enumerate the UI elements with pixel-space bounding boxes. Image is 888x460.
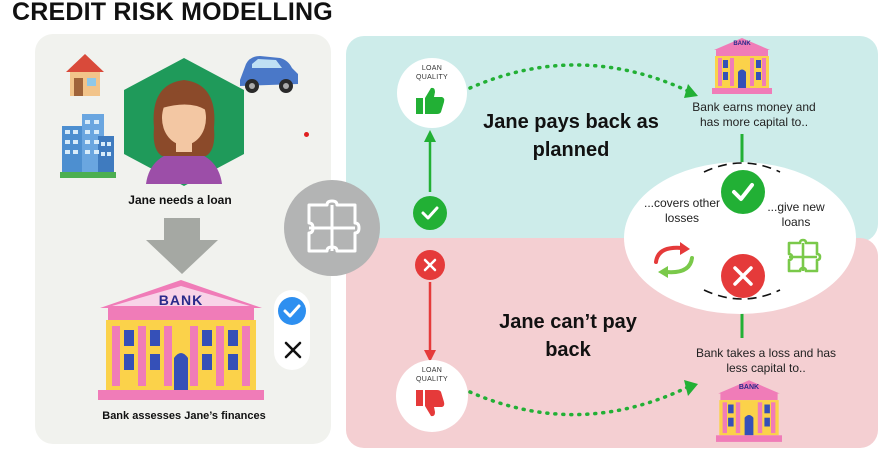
covers-losses-label: ...covers other losses bbox=[643, 196, 721, 225]
check-icon-large bbox=[732, 183, 754, 201]
thumbs-down-icon bbox=[416, 390, 445, 417]
bank-sign-large: BANK bbox=[158, 292, 204, 308]
bank-building-large bbox=[98, 280, 264, 400]
down-arrow-icon bbox=[146, 218, 218, 274]
jane-avatar bbox=[124, 58, 244, 186]
assess-label: Bank assesses Jane’s finances bbox=[102, 410, 266, 422]
default-caption: Bank takes a loss and has less capital t… bbox=[695, 346, 837, 375]
repay-check-circle bbox=[721, 170, 765, 214]
need-loan-label: Jane needs a loan bbox=[128, 193, 232, 207]
office-buildings-icon bbox=[60, 114, 116, 178]
reject-x-icon bbox=[284, 341, 302, 359]
house-icon bbox=[66, 54, 104, 96]
loan-quality-label-bottom: LOAN QUALITY bbox=[415, 367, 449, 383]
page-title: CREDIT RISK MODELLING bbox=[12, 0, 333, 26]
check-icon-small bbox=[421, 206, 439, 220]
x-icon-small bbox=[423, 258, 437, 272]
x-icon-large bbox=[733, 266, 753, 286]
loan-quality-label-top: LOAN QUALITY bbox=[415, 65, 449, 81]
puzzle-green-icon bbox=[787, 238, 822, 273]
puzzle-icon bbox=[307, 199, 361, 253]
new-loans-label: ...give new loans bbox=[767, 200, 825, 229]
repay-caption: Bank earns money and has more capital to… bbox=[692, 100, 816, 129]
thumbs-up-icon bbox=[416, 87, 445, 114]
red-dot bbox=[304, 132, 309, 137]
repay-check-badge bbox=[413, 196, 447, 230]
bank-building-top bbox=[712, 38, 772, 94]
verified-check-icon bbox=[278, 297, 306, 325]
cycle-arrows-icon bbox=[654, 242, 694, 278]
default-headline: Jane can’t pay back bbox=[499, 311, 637, 361]
bank-sign-top: BANK bbox=[733, 41, 751, 47]
car-icon bbox=[240, 56, 298, 93]
repay-headline: Jane pays back as planned bbox=[483, 111, 659, 161]
bank-sign-bottom: BANK bbox=[738, 384, 760, 391]
bank-building-bottom bbox=[716, 380, 782, 442]
